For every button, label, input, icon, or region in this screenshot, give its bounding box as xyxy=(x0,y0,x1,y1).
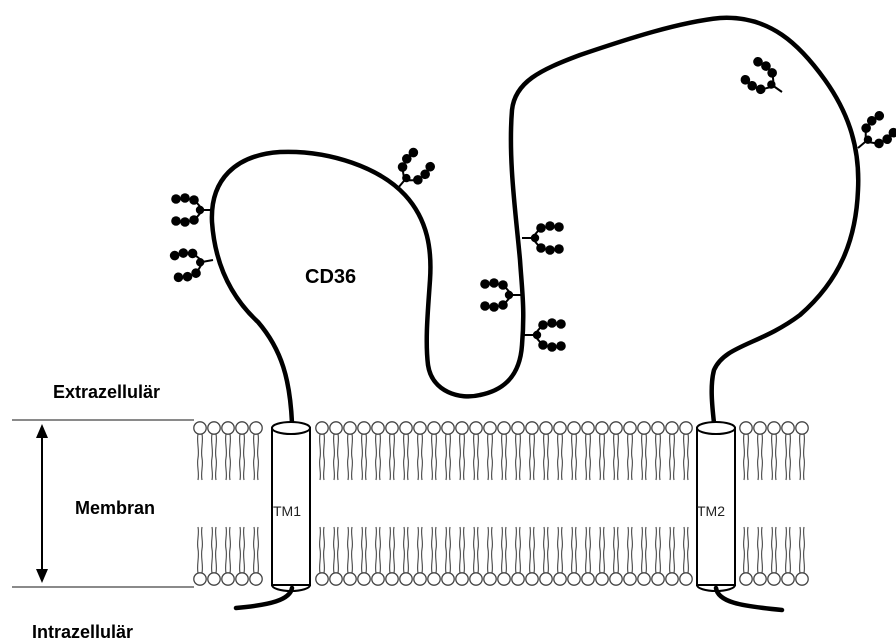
phospholipid-inner xyxy=(554,527,566,585)
phospholipid-outer xyxy=(344,422,356,480)
tm1-label: TM1 xyxy=(273,503,301,519)
phospholipid-inner xyxy=(624,527,636,585)
phospholipid-inner xyxy=(414,527,426,585)
phospholipid-outer xyxy=(782,422,794,480)
phospholipid-outer xyxy=(358,422,370,480)
protein-label: CD36 xyxy=(305,266,356,288)
phospholipid-inner xyxy=(638,527,650,585)
phospholipid-outer xyxy=(768,422,780,480)
extracellular-label: Extrazellulär xyxy=(53,382,160,402)
phospholipid-outer xyxy=(330,422,342,480)
phospholipid-outer xyxy=(400,422,412,480)
phospholipid-inner xyxy=(316,527,328,585)
phospholipid-outer xyxy=(680,422,692,480)
phospholipid-inner xyxy=(344,527,356,585)
membrane-label: Membran xyxy=(75,498,155,518)
phospholipid-inner xyxy=(582,527,594,585)
phospholipid-outer xyxy=(554,422,566,480)
phospholipid-outer xyxy=(582,422,594,480)
glycan-site-6 xyxy=(524,318,566,352)
phospholipid-outer xyxy=(754,422,766,480)
phospholipid-outer xyxy=(442,422,454,480)
phospholipid-inner xyxy=(498,527,510,585)
phospholipid-inner xyxy=(250,527,262,585)
phospholipid-inner xyxy=(442,527,454,585)
phospholipid-inner xyxy=(456,527,468,585)
tm2-helix: TM2 xyxy=(697,422,735,591)
phospholipid-outer xyxy=(250,422,262,480)
phospholipid-outer xyxy=(796,422,808,480)
phospholipid-inner xyxy=(754,527,766,585)
phospholipid-inner xyxy=(768,527,780,585)
phospholipid-inner xyxy=(796,527,808,585)
phospholipid-inner xyxy=(400,527,412,585)
glycan-site-7 xyxy=(738,54,792,105)
phospholipid-outer xyxy=(652,422,664,480)
glycan-site-4 xyxy=(522,221,564,255)
phospholipid-outer xyxy=(194,422,206,480)
phospholipid-outer xyxy=(740,422,752,480)
phospholipid-inner xyxy=(666,527,678,585)
phospholipid-inner xyxy=(652,527,664,585)
phospholipid-outer xyxy=(540,422,552,480)
tm2-label: TM2 xyxy=(697,503,725,519)
phospholipid-outer xyxy=(386,422,398,480)
phospholipid-inner xyxy=(330,527,342,585)
phospholipid-outer xyxy=(414,422,426,480)
phospholipid-inner xyxy=(540,527,552,585)
phospholipid-outer xyxy=(428,422,440,480)
phospholipid-inner xyxy=(526,527,538,585)
membrane-thickness-arrow xyxy=(36,424,48,583)
phospholipid-inner xyxy=(208,527,220,585)
phospholipid-outer xyxy=(470,422,482,480)
phospholipid-inner xyxy=(782,527,794,585)
phospholipid-inner xyxy=(236,527,248,585)
phospholipid-inner xyxy=(358,527,370,585)
phospholipid-inner xyxy=(740,527,752,585)
phospholipid-outer xyxy=(236,422,248,480)
glycan-site-2 xyxy=(169,243,216,283)
phospholipid-inner xyxy=(470,527,482,585)
phospholipid-inner xyxy=(428,527,440,585)
phospholipid-outer xyxy=(610,422,622,480)
phospholipid-inner xyxy=(222,527,234,585)
glycan-site-1 xyxy=(171,193,213,227)
phospholipid-outer xyxy=(208,422,220,480)
phospholipid-inner xyxy=(596,527,608,585)
phospholipid-outer xyxy=(526,422,538,480)
phospholipid-outer xyxy=(568,422,580,480)
phospholipid-inner xyxy=(372,527,384,585)
phospholipid-outer xyxy=(596,422,608,480)
glycan-site-3 xyxy=(385,145,438,199)
phospholipid-outer xyxy=(512,422,524,480)
phospholipid-outer xyxy=(372,422,384,480)
intracellular-label: Intrazellulär xyxy=(32,622,133,642)
phospholipid-outer xyxy=(316,422,328,480)
cd36-c-terminal-tail xyxy=(716,588,782,610)
phospholipid-inner xyxy=(194,527,206,585)
phospholipid-inner xyxy=(680,527,692,585)
cd36-backbone xyxy=(212,18,858,423)
tm1-helix: TM1 xyxy=(272,422,310,591)
glycan-site-5 xyxy=(480,278,522,312)
phospholipid-outer xyxy=(222,422,234,480)
phospholipid-outer xyxy=(624,422,636,480)
phospholipid-outer xyxy=(666,422,678,480)
phospholipid-inner xyxy=(512,527,524,585)
phospholipid-inner xyxy=(568,527,580,585)
phospholipid-inner xyxy=(610,527,622,585)
phospholipid-outer xyxy=(456,422,468,480)
phospholipid-inner xyxy=(386,527,398,585)
phospholipid-outer xyxy=(498,422,510,480)
phospholipid-outer xyxy=(484,422,496,480)
phospholipid-inner xyxy=(484,527,496,585)
phospholipid-outer xyxy=(638,422,650,480)
